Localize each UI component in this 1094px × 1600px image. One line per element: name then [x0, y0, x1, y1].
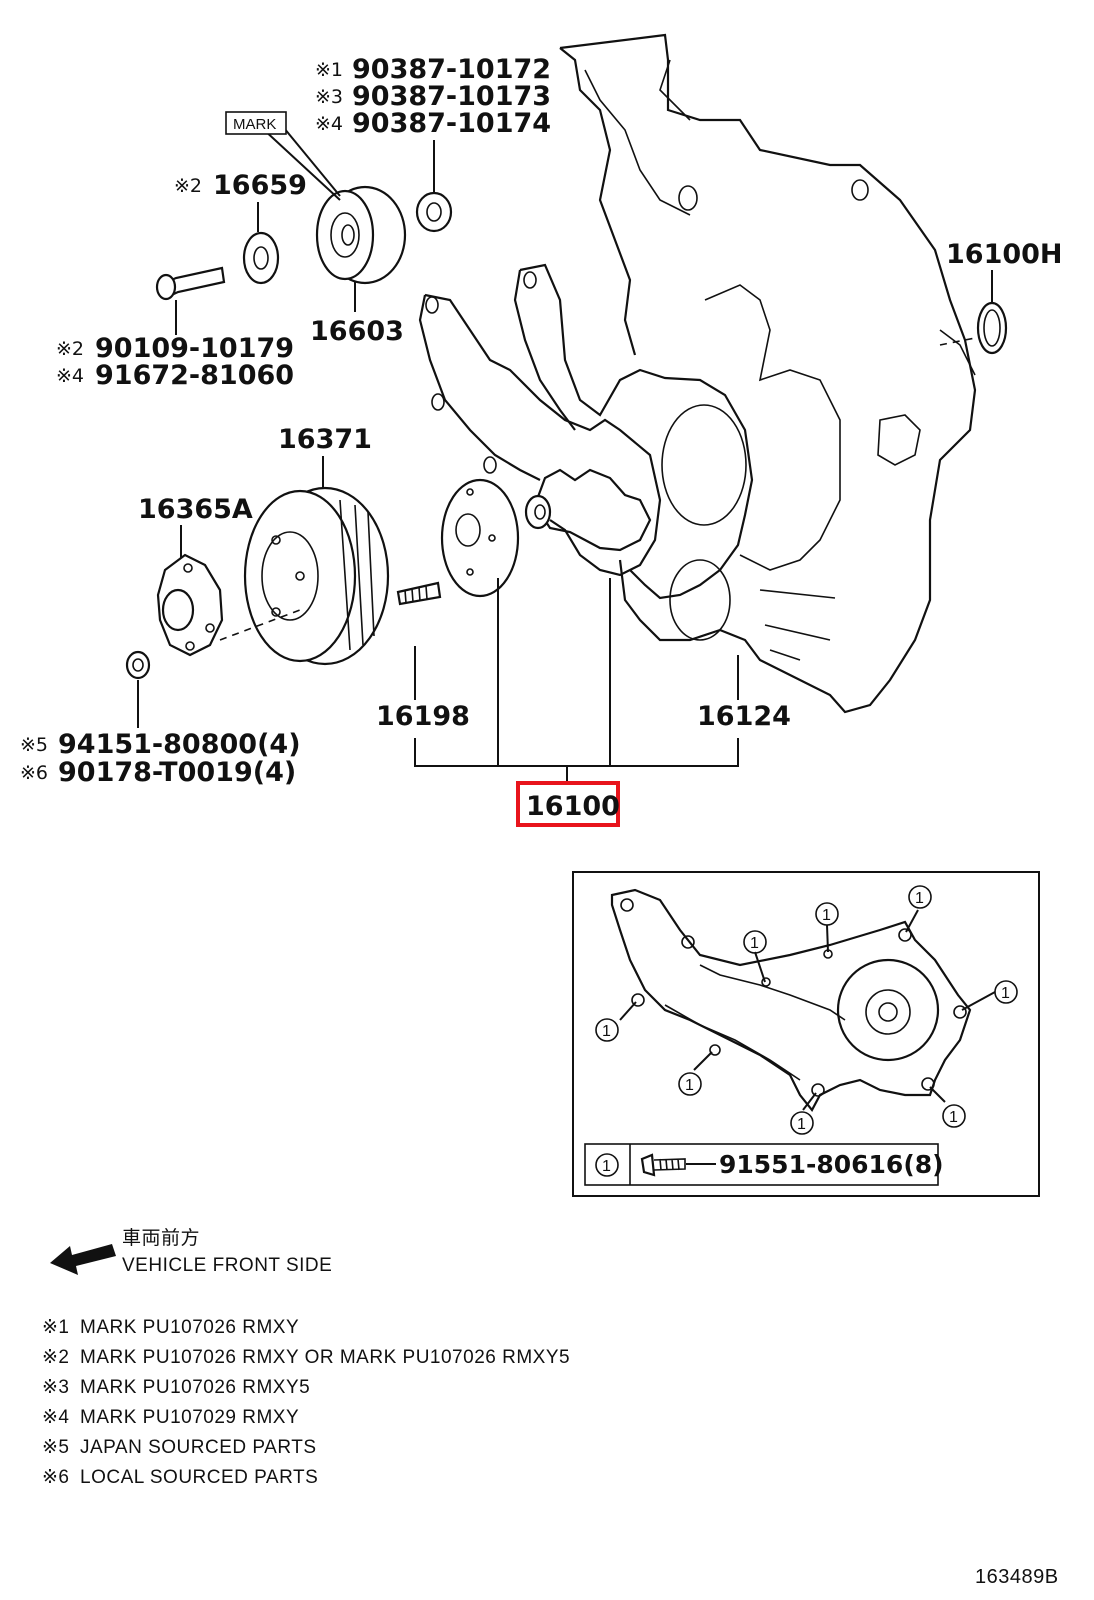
note-text: JAPAN SOURCED PARTS — [80, 1437, 317, 1458]
inset-bolt-locations: 1 1 1 1 1 1 1 1 1 91551-80616(8) — [572, 871, 1040, 1197]
note-text: LOCAL SOURCED PARTS — [80, 1467, 318, 1488]
timing-cover-drawing — [559, 33, 977, 714]
mark-box-label: MARK — [233, 116, 276, 133]
callout-16124: 16124 — [697, 701, 791, 732]
callout-16659: 16659 — [213, 170, 307, 201]
arrow-left-icon — [50, 1244, 116, 1275]
callout-16371: 16371 — [278, 424, 372, 455]
callout-90387-10172: 90387-10172 — [352, 54, 551, 85]
note-mark: ※6 — [42, 1467, 70, 1488]
note-text: MARK PU107026 RMXY — [80, 1317, 299, 1338]
inset-legend: 1 91551-80616(8) — [584, 1143, 944, 1186]
svg-text:1: 1 — [915, 890, 924, 907]
inset-callout-circle: 1 — [743, 930, 767, 954]
callout-90178-t0019: 90178-T0019(4) — [58, 757, 296, 788]
inset-callout-circle: 1 — [815, 902, 839, 926]
mark-box: MARK — [225, 111, 287, 135]
washer-16659-drawing — [242, 231, 280, 285]
figure-id: 163489B — [975, 1566, 1059, 1588]
svg-text:1: 1 — [750, 935, 759, 952]
vehicle-front-indicator: 車両前方 VEHICLE FRONT SIDE — [50, 1227, 332, 1276]
callout-16100-highlighted[interactable]: 16100 — [516, 781, 620, 827]
leader-lines — [137, 127, 739, 782]
svg-text:1: 1 — [797, 1116, 806, 1133]
callout-bolt-mark-2: ※2 — [56, 338, 84, 360]
inset-callout-circle: 1 — [908, 885, 932, 909]
fan-pulley-16371-drawing — [243, 486, 390, 666]
inset-legend-circle-number: 1 — [602, 1158, 611, 1175]
inset-callout-circle: 1 — [678, 1072, 702, 1096]
inset-bolt-icon — [640, 1153, 716, 1177]
idler-pulley-16603-drawing — [315, 185, 407, 285]
inset-callout-circle: 1 — [790, 1111, 814, 1135]
fan-hub-16365a-drawing — [156, 553, 301, 657]
stud-16198-drawing — [396, 581, 442, 606]
callout-90387-group: ※1 90387-10172 ※3 90387-10173 ※4 90387-1… — [315, 54, 551, 139]
callout-16659-mark: ※2 — [174, 175, 202, 197]
pump-flange-drawing — [440, 478, 520, 598]
note-text: MARK PU107029 RMXY — [80, 1407, 299, 1428]
callout-16100: 16100 — [526, 791, 620, 822]
svg-text:1: 1 — [1001, 985, 1010, 1002]
inset-pump-outline — [610, 888, 972, 1112]
inset-callout-circle: 1 — [942, 1104, 966, 1128]
svg-text:1: 1 — [602, 1023, 611, 1040]
bolt-90109-drawing — [155, 266, 226, 301]
callout-bolt-group: ※2 90109-10179 ※4 91672-81060 — [56, 333, 294, 391]
callout-16603: 16603 — [310, 316, 404, 347]
nut-94151-drawing — [125, 650, 151, 680]
callout-16365a: 16365A — [138, 494, 253, 525]
svg-text:1: 1 — [685, 1077, 694, 1094]
callout-nut-mark-5: ※5 — [20, 734, 48, 756]
gasket-16124-drawing — [513, 263, 754, 641]
callout-bolt-mark-4: ※4 — [56, 365, 84, 387]
callout-91672-81060: 91672-81060 — [95, 360, 294, 391]
note-mark: ※2 — [42, 1347, 70, 1368]
note-text: MARK PU107026 RMXY5 — [80, 1377, 310, 1398]
callout-nut-mark-6: ※6 — [20, 762, 48, 784]
water-pump-body-drawing — [418, 293, 662, 577]
note-mark: ※4 — [42, 1407, 70, 1428]
svg-text:1: 1 — [949, 1109, 958, 1126]
callout-90387-mark-3: ※3 — [315, 86, 343, 108]
callout-90109-10179: 90109-10179 — [95, 333, 294, 364]
callout-90387-10173: 90387-10173 — [352, 81, 551, 112]
callout-90387-10174: 90387-10174 — [352, 108, 551, 139]
callout-90387-mark-1: ※1 — [315, 59, 343, 81]
note-mark: ※5 — [42, 1437, 70, 1458]
note-text: MARK PU107026 RMXY OR MARK PU107026 RMXY… — [80, 1347, 570, 1368]
inset-callout-circle: 1 — [595, 1018, 619, 1042]
note-mark: ※3 — [42, 1377, 70, 1398]
direction-japanese: 車両前方 — [122, 1227, 200, 1249]
spacer-90387-drawing — [415, 191, 453, 233]
callout-nut-group: ※5 94151-80800(4) ※6 90178-T0019(4) — [20, 729, 301, 788]
inset-callout-circle: 1 — [994, 980, 1018, 1004]
note-mark: ※1 — [42, 1317, 70, 1338]
inset-circled-callouts: 1 1 1 1 1 1 1 1 — [595, 885, 1018, 1135]
callout-94151-80800: 94151-80800(4) — [58, 729, 301, 760]
direction-english: VEHICLE FRONT SIDE — [122, 1255, 332, 1276]
footnotes: ※1 MARK PU107026 RMXY ※2 MARK PU107026 R… — [42, 1317, 570, 1488]
o-ring-16100h-drawing — [939, 270, 1008, 355]
svg-text:1: 1 — [822, 907, 831, 924]
inset-bolt-part-number: 91551-80616(8) — [719, 1150, 944, 1179]
callout-16198: 16198 — [376, 701, 470, 732]
callout-90387-mark-4: ※4 — [315, 113, 343, 135]
callout-16100h: 16100H — [946, 239, 1063, 270]
